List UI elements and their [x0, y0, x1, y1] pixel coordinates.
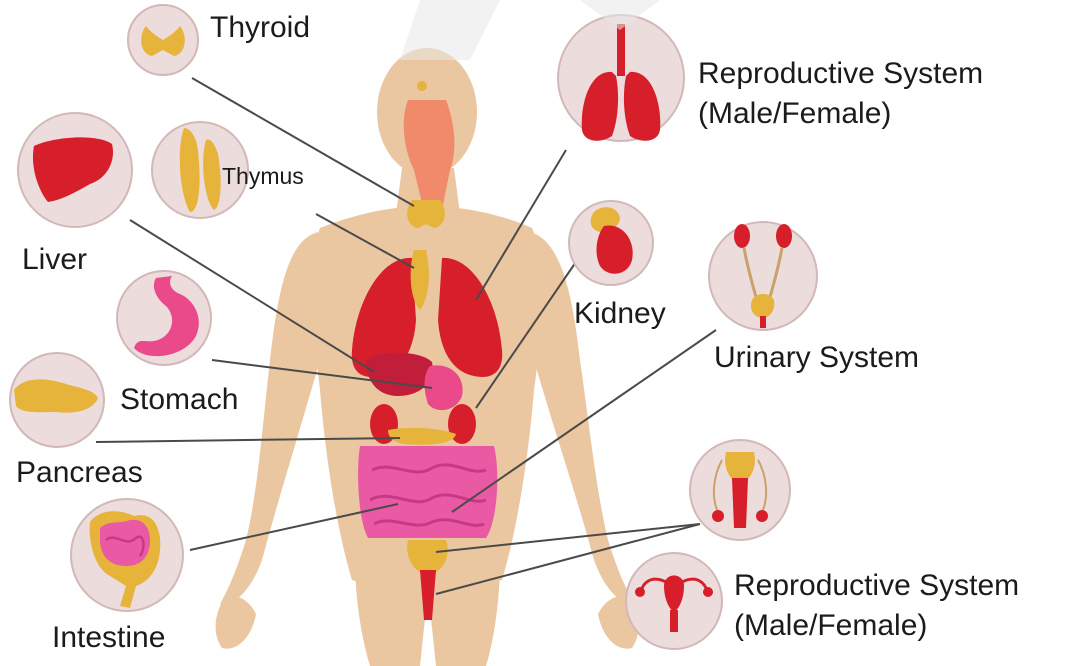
kidney-circle [569, 201, 653, 285]
liver-circle [18, 113, 132, 227]
label-reproductive-top: Reproductive System (Male/Female) [698, 54, 983, 134]
label-stomach: Stomach [120, 382, 238, 418]
label-intestine: Intestine [52, 620, 165, 656]
label-kidney: Kidney [574, 296, 666, 332]
label-reproductive-bottom-line2: (Male/Female) [734, 606, 1019, 646]
label-thyroid: Thyroid [210, 10, 310, 46]
label-urinary-system: Urinary System [714, 340, 919, 376]
label-reproductive-bottom: Reproductive System (Male/Female) [734, 566, 1019, 646]
thyroid-circle [128, 5, 198, 75]
stomach-circle [117, 271, 211, 365]
label-reproductive-top-line1: Reproductive System [698, 54, 983, 94]
label-reproductive-bottom-line1: Reproductive System [734, 566, 1019, 606]
pancreas-circle [10, 353, 104, 447]
reproductive-female-circle [626, 553, 722, 649]
label-reproductive-top-line2: (Male/Female) [698, 94, 983, 134]
label-liver: Liver [22, 242, 87, 278]
intestine-circle [71, 499, 183, 611]
label-thymus: Thymus [222, 162, 304, 190]
label-pancreas: Pancreas [16, 455, 143, 491]
reproductive-male-circle [690, 440, 790, 540]
reproductive-top-circle [558, 15, 684, 141]
urinary-circle [709, 222, 817, 330]
